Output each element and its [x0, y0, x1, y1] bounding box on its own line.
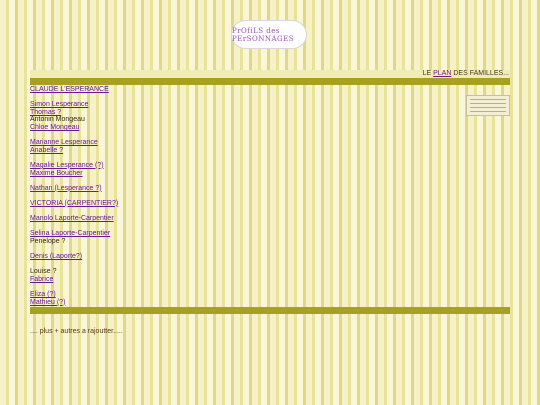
character-link-marianne[interactable]: Marianne Lesperance	[30, 139, 98, 147]
character-name-louise: Louise ?	[30, 268, 57, 276]
character-link-eliza[interactable]: Eliza (?)	[30, 291, 56, 299]
character-link-fabrice[interactable]: Fabrice	[30, 275, 54, 283]
character-link-magalie[interactable]: Magalie Lesperance (?)	[30, 161, 104, 169]
character-link-anabelle[interactable]: Anabelle ?	[30, 146, 64, 154]
character-list: CLAUDE L'ESPERANCE Simon Lesperance Thom…	[30, 86, 330, 306]
character-link-manolo[interactable]: Manolo Laporte-Carpentier	[30, 215, 114, 223]
character-name-antonin: Antonin Mongeau	[30, 116, 85, 124]
top-divider-bar	[30, 78, 510, 85]
character-link-victoria[interactable]: VICTORIA (CARPENTIER?)	[30, 199, 119, 207]
character-link-denis[interactable]: Denis (Laporte?)	[30, 253, 83, 261]
character-link-maxime[interactable]: Maxime Boucher	[30, 169, 83, 177]
character-link-selina[interactable]: Selina Laporte-Carpentier	[30, 230, 111, 238]
character-link-simon[interactable]: Simon Lesperance	[30, 101, 89, 109]
bottom-divider-bar	[30, 307, 510, 314]
character-link-chloe[interactable]: Chloe Mongeau	[30, 123, 80, 131]
character-link-claude[interactable]: CLAUDE L'ESPERANCE	[30, 86, 109, 93]
header-band: LE PLAN DES FAMILLES...	[30, 70, 510, 78]
character-name-penelope: Penelope ?	[30, 237, 66, 245]
family-plan-heading: LE PLAN DES FAMILLES...	[422, 70, 509, 77]
character-link-mathieu[interactable]: Mathieu (?)	[30, 298, 66, 306]
plan-link[interactable]: PLAN	[433, 70, 452, 77]
more-to-add-note: .... plus + autres a rajoutter.....	[30, 328, 123, 335]
character-link-nathan[interactable]: Nathan (Lesperance ?)	[30, 184, 102, 192]
site-logo[interactable]: PrOfiLS des PErSONNAGES	[232, 21, 306, 48]
character-link-thomas[interactable]: Thomas ?	[30, 108, 62, 116]
logo-text: PrOfiLS des PErSONNAGES	[232, 26, 295, 43]
family-tree-thumbnail[interactable]	[466, 95, 510, 116]
